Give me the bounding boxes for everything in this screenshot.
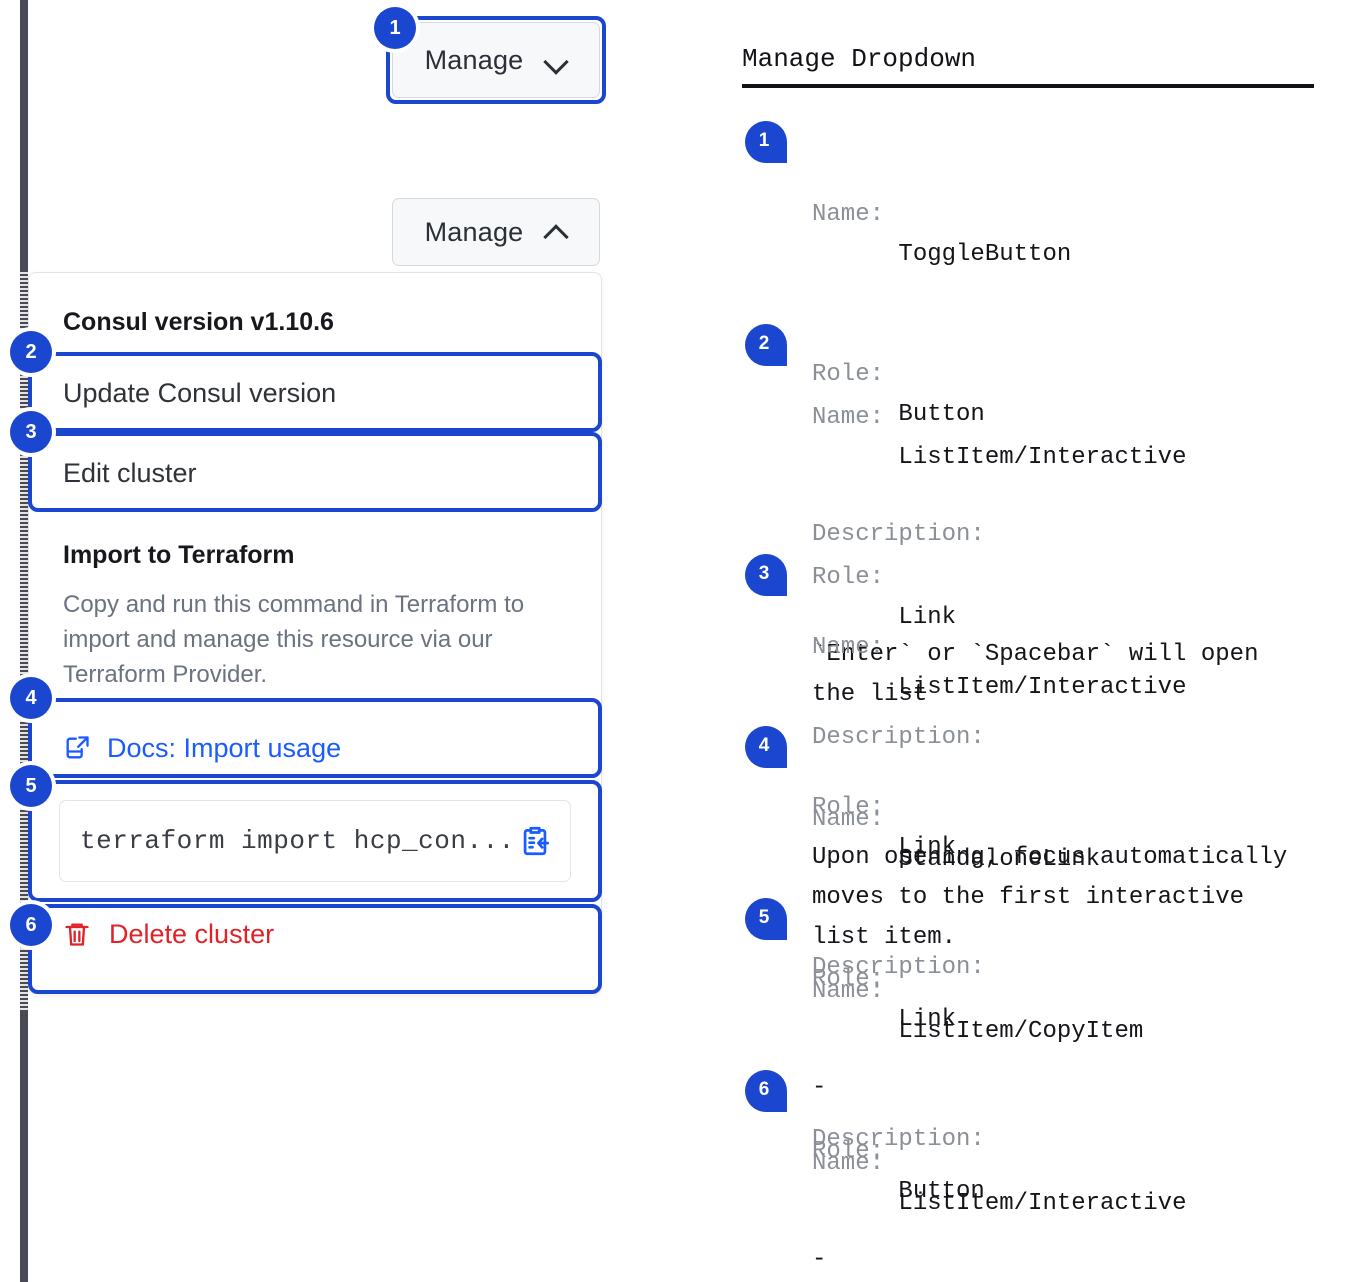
- annotation-role-value: Button: [898, 1178, 985, 1205]
- annotation-entry-1: Name: ToggleButton Role: Button Descript…: [812, 115, 1332, 795]
- annotation-entry-6: Name: ListItem/Interactive Role: Button …: [812, 1064, 1361, 1282]
- manage-toggle-button-collapsed[interactable]: Manage: [392, 22, 600, 98]
- annotation-role-value: Link: [898, 834, 957, 861]
- annotation-role-label: Role:: [812, 794, 885, 821]
- manage-toggle-expanded-label: Manage: [424, 216, 524, 247]
- menu-item-update-consul-version-label: Update Consul version: [63, 377, 337, 408]
- annotation-badge-1: 1: [745, 121, 787, 163]
- menu-item-update-consul-version[interactable]: Update Consul version: [29, 353, 603, 433]
- annotation-name-value: ListItem/CopyItem: [898, 1018, 1144, 1045]
- annotation-name-label: Name:: [812, 404, 885, 431]
- annotation-role-label: Role:: [812, 1138, 885, 1165]
- marker-badge-5: 5: [10, 765, 52, 807]
- menu-item-delete-cluster[interactable]: Delete cluster: [29, 891, 603, 977]
- chevron-up-icon: [545, 221, 567, 243]
- manage-dropdown-menu: Consul version v1.10.6 Update Consul ver…: [28, 272, 602, 994]
- annotation-description-value: Upon opening, focus automatically moves …: [812, 844, 1288, 951]
- annotation-role-value: Link: [898, 604, 957, 631]
- annotation-name-label: Name:: [812, 806, 885, 833]
- annotation-description-label: Description:: [812, 521, 985, 548]
- annotation-name-label: Name:: [812, 1150, 885, 1177]
- annotation-entry-2: Name: ListItem/Interactive Role: Link De…: [812, 318, 1332, 1038]
- import-to-terraform-description: Copy and run this command in Terraform t…: [63, 591, 525, 688]
- menu-item-docs-import-usage[interactable]: Docs: Import usage: [29, 709, 603, 787]
- manage-toggle-collapsed-label: Manage: [424, 44, 524, 75]
- manage-toggle-button-expanded[interactable]: Manage: [392, 198, 600, 266]
- annotation-role-value: Link: [898, 1006, 957, 1033]
- marker-badge-4: 4: [10, 677, 52, 719]
- annotation-badge-2: 2: [745, 324, 787, 366]
- annotation-panel-title: Manage Dropdown: [742, 44, 977, 74]
- page-left-rail-dashed-segment: [20, 270, 28, 1010]
- marker-badge-2: 2: [10, 331, 52, 373]
- annotation-description-value: -: [812, 1246, 827, 1273]
- copy-to-clipboard-icon[interactable]: [518, 824, 552, 858]
- annotation-badge-5: 5: [745, 898, 787, 940]
- annotation-role-value: Button: [898, 401, 985, 428]
- annotation-badge-4: 4: [745, 726, 787, 768]
- terraform-command-copy-field[interactable]: terraform import hcp_con...: [59, 800, 571, 882]
- docs-external-link-icon: [63, 734, 91, 762]
- annotation-name-value: ListItem/Interactive: [898, 1190, 1187, 1217]
- terraform-command-text: terraform import hcp_con...: [80, 826, 515, 856]
- annotation-entry-4: Name: StandaloneLink Role: Link Descript…: [812, 720, 1332, 1282]
- marker-badge-1: 1: [374, 7, 416, 49]
- consul-version-header: Consul version v1.10.6: [63, 308, 334, 336]
- chevron-down-icon: [545, 49, 567, 71]
- annotation-badge-3: 3: [745, 554, 787, 596]
- annotation-role-label: Role:: [812, 966, 885, 993]
- menu-item-delete-cluster-label: Delete cluster: [109, 918, 275, 949]
- annotation-name-value: ToggleButton: [898, 241, 1072, 268]
- menu-item-edit-cluster-label: Edit cluster: [63, 457, 197, 488]
- annotation-entry-5: Name: ListItem/CopyItem Role: Button Des…: [812, 892, 1332, 1282]
- annotation-entry-3: Name: ListItem/Interactive Role: Link De…: [812, 548, 1332, 1188]
- annotation-description-value: -: [812, 1074, 827, 1101]
- annotation-name-label: Name:: [812, 978, 885, 1005]
- annotation-name-value: StandaloneLink: [898, 846, 1101, 873]
- annotation-name-value: ListItem/Interactive: [898, 674, 1187, 701]
- import-to-terraform-title: Import to Terraform: [63, 541, 295, 569]
- annotation-name-value: ListItem/Interactive: [898, 444, 1187, 471]
- marker-badge-6: 6: [10, 904, 52, 946]
- annotation-name-label: Name:: [812, 634, 885, 661]
- annotation-name-label: Name:: [812, 201, 885, 228]
- annotation-role-label: Role:: [812, 361, 885, 388]
- annotation-panel-divider: [742, 84, 1314, 88]
- trash-icon: [63, 920, 91, 948]
- annotation-description-label: Description:: [812, 724, 985, 751]
- annotation-description-label: Description:: [812, 954, 985, 981]
- annotation-description-label: Description:: [812, 1126, 985, 1153]
- annotation-badge-6: 6: [745, 1070, 787, 1112]
- marker-badge-3: 3: [10, 411, 52, 453]
- annotation-description-value: `Enter` or `Spacebar` will open the list: [812, 641, 1259, 708]
- annotation-role-label: Role:: [812, 564, 885, 591]
- menu-item-docs-import-usage-label: Docs: Import usage: [107, 732, 342, 763]
- menu-item-edit-cluster[interactable]: Edit cluster: [29, 433, 603, 513]
